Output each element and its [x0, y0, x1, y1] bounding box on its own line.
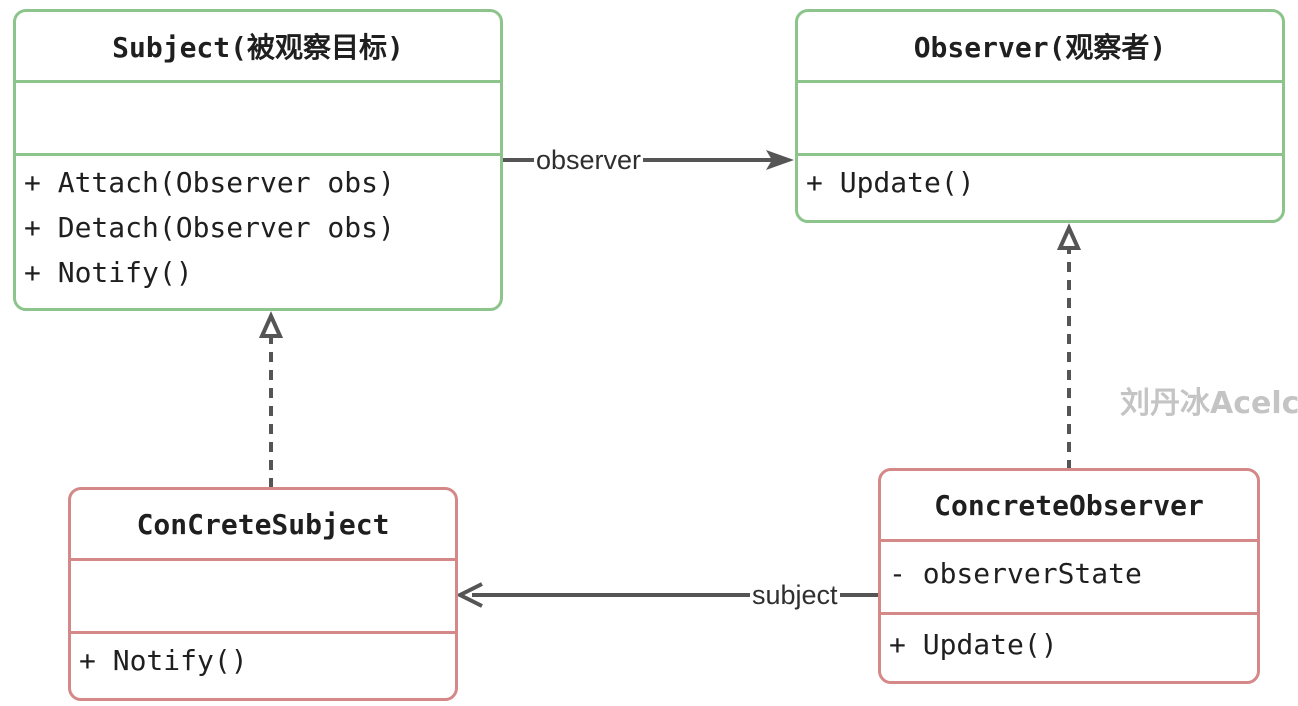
class-subject-attributes	[16, 83, 500, 156]
attribute-observer-state: - observerState	[889, 557, 1142, 590]
class-concrete-observer-attributes: - observerState	[881, 542, 1257, 615]
association-label-subject: subject	[750, 580, 840, 610]
class-subject-methods: + Attach(Observer obs) + Detach(Observer…	[16, 156, 500, 299]
method-notify: + Notify()	[79, 644, 248, 677]
class-concrete-subject[interactable]: ConCreteSubject + Notify()	[68, 487, 458, 701]
class-concrete-subject-name: ConCreteSubject	[71, 490, 455, 561]
class-concrete-observer-name: ConcreteObserver	[881, 471, 1257, 542]
class-observer[interactable]: Observer(观察者) + Update()	[795, 9, 1285, 223]
method-detach: + Detach(Observer obs)	[24, 211, 395, 244]
realization-concretesubject-subject-arrowhead	[258, 311, 284, 338]
association-subject-observer-arrowhead	[766, 150, 794, 170]
method-notify: + Notify()	[24, 256, 193, 289]
class-subject[interactable]: Subject(被观察目标) + Attach(Observer obs) + …	[13, 9, 503, 311]
method-attach: + Attach(Observer obs)	[24, 166, 395, 199]
method-update: + Update()	[806, 166, 975, 199]
class-subject-name: Subject(被观察目标)	[16, 12, 500, 83]
class-observer-attributes	[798, 83, 1282, 156]
realization-concreteobserver-observer-arrowhead	[1056, 223, 1082, 250]
class-concrete-subject-methods: + Notify()	[71, 634, 455, 687]
class-concrete-subject-attributes	[71, 561, 455, 634]
watermark: 刘丹冰Acelc	[1120, 386, 1298, 421]
class-observer-methods: + Update()	[798, 156, 1282, 209]
method-update: + Update()	[889, 628, 1058, 661]
class-concrete-observer[interactable]: ConcreteObserver - observerState + Updat…	[878, 468, 1260, 684]
class-concrete-observer-methods: + Update()	[881, 615, 1257, 669]
class-observer-name: Observer(观察者)	[798, 12, 1282, 83]
association-concreteobserver-concretesubject-arrowhead	[455, 582, 483, 608]
association-label-observer: observer	[534, 145, 644, 175]
